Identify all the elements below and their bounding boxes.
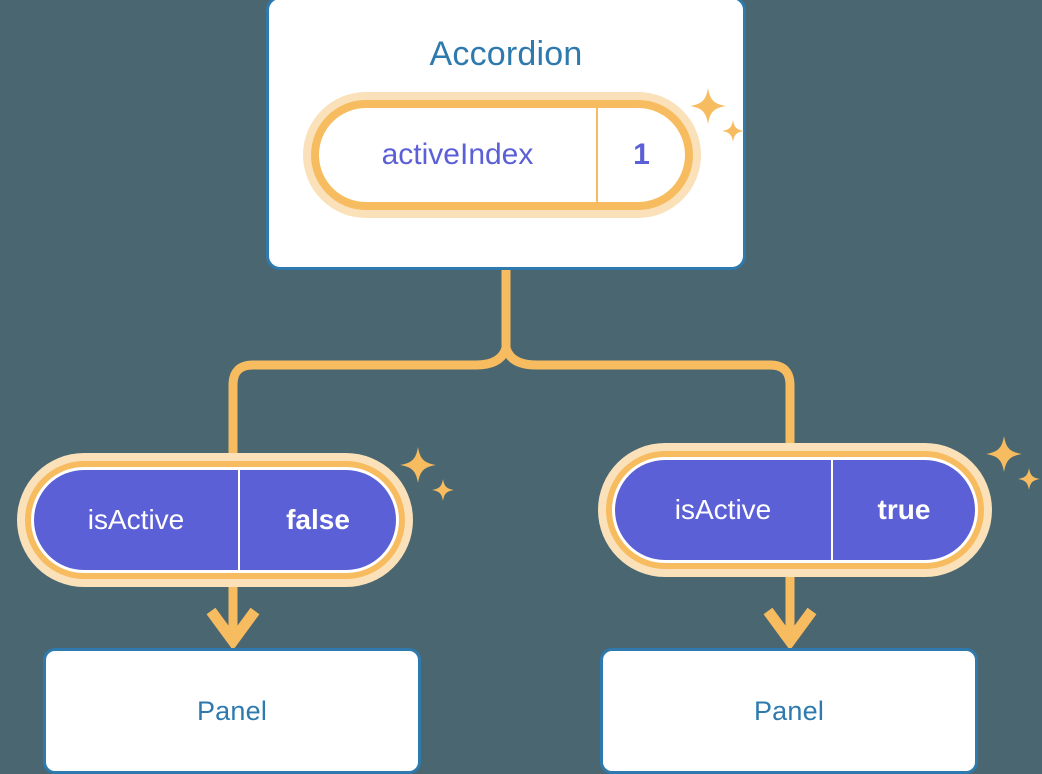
panel-title-left: Panel	[196, 695, 268, 726]
state-value-label-right: true	[877, 494, 931, 525]
state-key-label: activeIndex	[319, 108, 598, 202]
state-pill-left[interactable]: isActive false	[34, 470, 396, 570]
state-value-label: 1	[633, 138, 650, 171]
state-pill-right[interactable]: isActive true	[615, 460, 975, 560]
state-value-label-left: false	[286, 504, 350, 535]
state-key-label-left: isActive	[34, 470, 240, 570]
state-key-label-right: isActive	[615, 460, 833, 560]
arrow-down-icon-right	[763, 575, 817, 651]
component-title: Accordion	[429, 35, 583, 73]
panel-card-right[interactable]: Panel	[600, 648, 978, 774]
state-pill-accordion[interactable]: activeIndex 1	[319, 108, 685, 202]
connector-branch-bus	[228, 343, 795, 517]
arrow-down-icon-left	[206, 585, 260, 651]
panel-title-right: Panel	[753, 695, 825, 726]
panel-card-left[interactable]: Panel	[43, 648, 421, 774]
